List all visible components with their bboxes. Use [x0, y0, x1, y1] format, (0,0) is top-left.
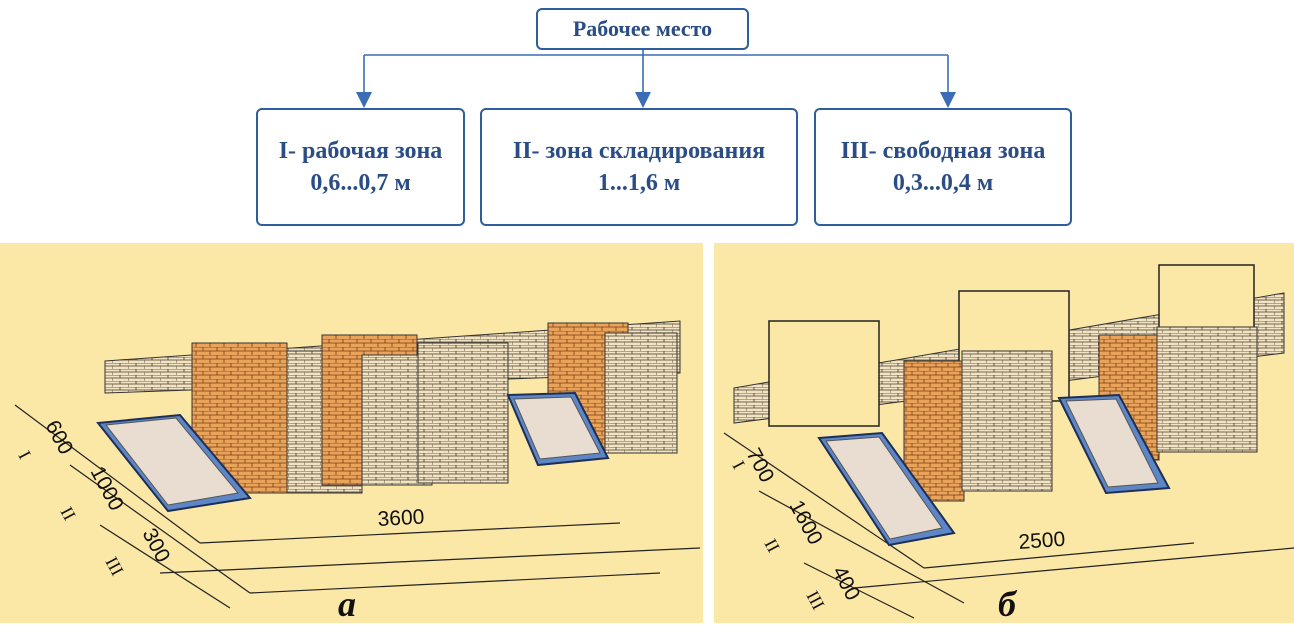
zone-box-storage: II- зона складирования 1...1,6 м	[480, 108, 798, 226]
dim-length: 2500	[1018, 528, 1066, 554]
hierarchy-connectors	[356, 50, 956, 108]
zone-mark-3: III	[101, 553, 127, 578]
mortar-tubs	[817, 393, 1171, 547]
zone-mark-3: III	[802, 587, 828, 612]
panel-label-b: б	[998, 584, 1016, 623]
zone-box-free: III- свободная зона 0,3...0,4 м	[814, 108, 1072, 226]
dim-zone3: 400	[828, 563, 865, 605]
zone-size: 0,6...0,7 м	[310, 170, 411, 196]
zone-mark-1: I	[728, 457, 748, 472]
mortar-tubs	[96, 391, 610, 513]
zone-name: II- зона складирования	[512, 138, 766, 164]
root-title: Рабочее место	[572, 16, 713, 41]
dim-zone1: 600	[41, 417, 78, 459]
illustration-panel-b: 700 1600 400 2500 I II III б	[714, 243, 1294, 623]
dim-zone2: 1600	[785, 497, 827, 549]
brick-stacks	[903, 326, 1258, 502]
zone-mark-2: II	[760, 535, 783, 555]
zone-mark-1: I	[14, 447, 34, 462]
zone-size: 0,3...0,4 м	[892, 170, 994, 196]
zone-size: 1...1,6 м	[597, 170, 681, 196]
dim-zone1: 700	[742, 445, 779, 487]
dim-zone2: 1000	[86, 463, 128, 515]
zone-name: III- свободная зона	[840, 138, 1046, 164]
zone-mark-2: II	[56, 503, 79, 523]
brick-stacks	[191, 322, 678, 494]
panel-label-a: а	[338, 584, 356, 623]
dim-zone3: 300	[138, 525, 175, 567]
zone-box-working: I- рабочая зона 0,6...0,7 м	[256, 108, 465, 226]
dim-length: 3600	[377, 506, 425, 531]
workplace-illustration-a: 600 1000 300 3600 I II III	[14, 320, 701, 609]
zone-name: I- рабочая зона	[278, 138, 443, 164]
workplace-illustration-b: 700 1600 400 2500 I II III	[723, 264, 1294, 619]
illustration-panel-a: 600 1000 300 3600 I II III а	[0, 243, 703, 623]
root-box: Рабочее место	[536, 8, 749, 50]
